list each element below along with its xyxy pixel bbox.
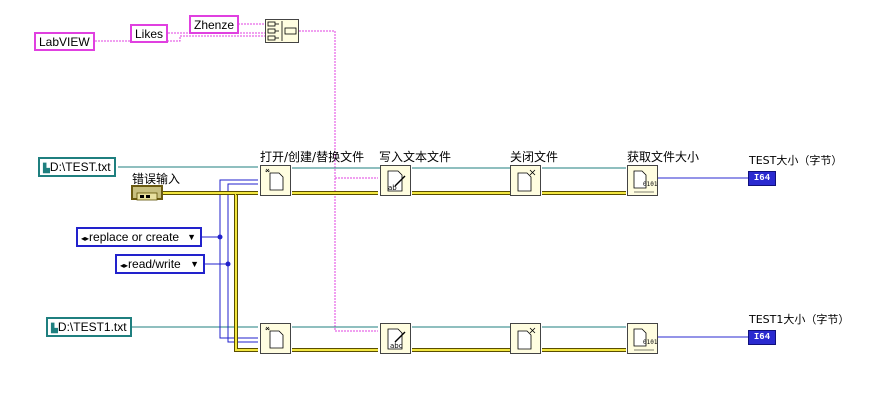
close-file-icon: [517, 327, 536, 350]
path-constant-test[interactable]: ▙D:\TEST.txt: [38, 157, 116, 177]
svg-text:0101: 0101: [643, 339, 657, 346]
string-constant-likes[interactable]: Likes: [130, 24, 169, 43]
svg-text:0101: 0101: [643, 181, 657, 188]
error-cluster-icon: [136, 192, 158, 201]
string-constant-labview[interactable]: LabVIEW: [34, 32, 95, 51]
concatenate-strings-node[interactable]: [265, 19, 299, 43]
enum-wire-rw-2: [227, 264, 258, 343]
close-file-icon: [517, 169, 536, 192]
numeric-wires: [658, 177, 748, 338]
concatenate-icon: [267, 21, 297, 41]
open-file-icon: [265, 326, 284, 349]
label-get-file-size: 获取文件大小: [627, 150, 700, 164]
indicator-label-test: TEST大小（字节）: [749, 154, 843, 167]
svg-text:abc: abc: [390, 342, 403, 350]
dropdown-icon[interactable]: ▼: [190, 259, 199, 269]
write-text-file-node-1[interactable]: ab: [380, 165, 411, 196]
enum-wire-replace: [202, 179, 258, 238]
label-open-create-replace: 打开/创建/替换文件: [260, 150, 365, 164]
label-close-file: 关闭文件: [510, 150, 559, 164]
enum-dots: [217, 234, 231, 267]
get-file-size-node-1[interactable]: 0101: [627, 165, 658, 196]
error-in-constant[interactable]: [131, 185, 163, 201]
enum-arrows-icon: ◂▸: [81, 234, 90, 243]
write-text-icon: ab: [387, 170, 406, 192]
file-size-icon: 0101: [633, 328, 658, 351]
dropdown-icon[interactable]: ▼: [187, 232, 196, 242]
open-create-replace-node-1[interactable]: [260, 165, 291, 196]
close-file-node-1[interactable]: [510, 165, 541, 196]
path-constant-test1[interactable]: ▙D:\TEST1.txt: [46, 317, 132, 337]
write-text-icon: abc: [387, 328, 406, 350]
path-wires: [118, 166, 626, 328]
file-size-icon: 0101: [633, 170, 658, 193]
enum-wires: [202, 179, 258, 343]
svg-text:ab: ab: [388, 184, 397, 192]
error-wires: [163, 191, 626, 352]
path-icon: ▙: [43, 163, 50, 173]
close-file-node-2[interactable]: [510, 323, 541, 354]
enum-constant-operation[interactable]: ◂▸replace or create ▼: [76, 227, 202, 247]
indicator-test-size[interactable]: I64: [748, 171, 776, 186]
enum-wire-rw: [205, 183, 258, 265]
error-in-label: 错误输入: [132, 172, 181, 186]
open-create-replace-node-2[interactable]: [260, 323, 291, 354]
open-file-icon: [265, 168, 284, 191]
indicator-label-test1: TEST1大小（字节）: [749, 313, 850, 326]
indicator-test1-size[interactable]: I64: [748, 330, 776, 345]
label-write-text-file: 写入文本文件: [379, 150, 452, 164]
get-file-size-node-2[interactable]: 0101: [627, 323, 658, 354]
enum-arrows-icon: ◂▸: [120, 261, 129, 270]
string-wire-labview: [95, 35, 265, 42]
write-text-file-node-2[interactable]: abc: [380, 323, 411, 354]
string-constant-zhenze[interactable]: Zhenze: [189, 15, 240, 34]
string-wire-concat: [299, 30, 378, 332]
enum-constant-access[interactable]: ◂▸read/write ▼: [115, 254, 205, 274]
enum-wire-replace-2: [219, 237, 258, 339]
path-icon: ▙: [51, 323, 58, 333]
